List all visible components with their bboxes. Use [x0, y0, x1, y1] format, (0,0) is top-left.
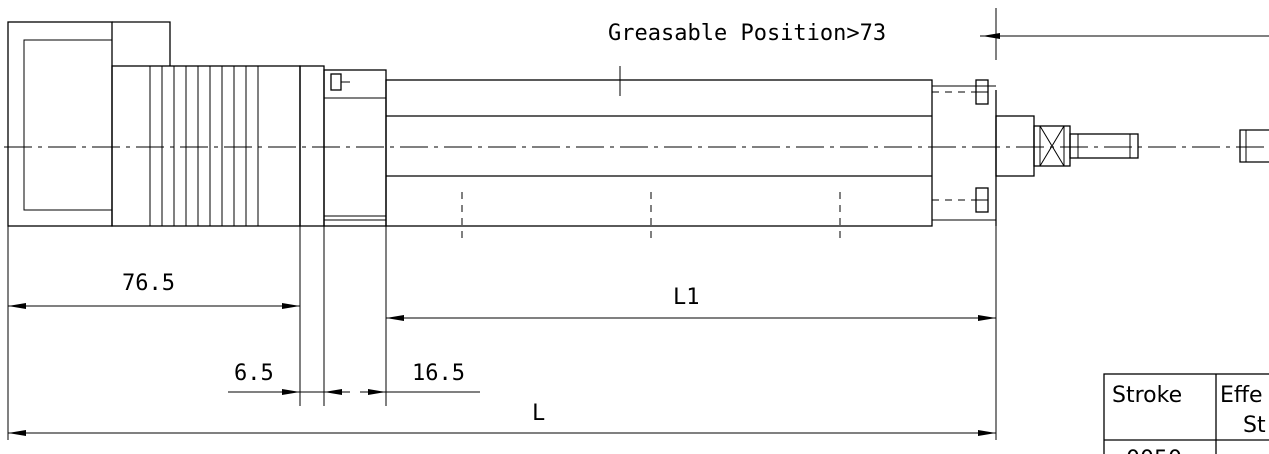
dim-flange: [228, 389, 350, 395]
dim-motor-length-label: 76.5: [122, 271, 175, 296]
table-header-effective: Effe: [1220, 383, 1263, 408]
greasable-position-label: Greasable Position>73: [608, 21, 886, 46]
greasable-dimension-line: [980, 8, 1269, 60]
table-row-stroke: 0050: [1126, 447, 1182, 454]
cylinder-body: [385, 66, 997, 227]
spec-table: [1103, 373, 1269, 454]
dim-total-length-label: L: [532, 401, 545, 426]
motor: [7, 21, 301, 227]
extension-lines: [7, 226, 997, 440]
flange: [299, 65, 325, 227]
rod-end: [995, 115, 1269, 177]
hidden-lines: [461, 91, 976, 240]
dim-motor-length: [8, 303, 300, 309]
dim-body-length-label: L1: [673, 285, 700, 310]
end-cap-screws: [975, 79, 989, 213]
coupling-housing: [323, 69, 387, 227]
dim-total-length: [8, 430, 996, 436]
dim-flange-label: 6.5: [234, 361, 274, 386]
dim-coupling-label: 16.5: [412, 361, 465, 386]
dim-coupling: [360, 389, 480, 395]
table-header-stroke: Stroke: [1112, 383, 1182, 408]
table-header-effective-line2: St: [1243, 413, 1266, 438]
dim-body-length: [386, 315, 996, 321]
